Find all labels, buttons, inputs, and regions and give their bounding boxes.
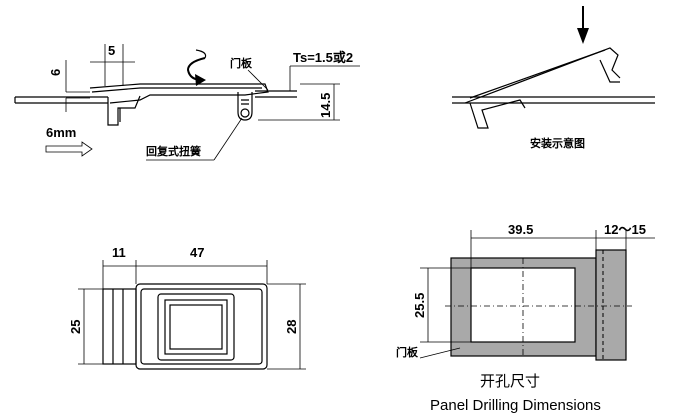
ts-label: Ts=1.5或2 — [293, 50, 353, 65]
side-view: 6 5 Ts=1.5或2 门板 14.5 6mm 回复式扭簧 — [14, 43, 360, 161]
dim-6: 6 — [48, 69, 63, 76]
offset-arrow-icon — [45, 141, 93, 157]
arrowhead-icon — [195, 74, 206, 86]
dim-25: 25 — [68, 320, 83, 334]
dim-5: 5 — [108, 43, 115, 58]
install-caption: 安装示意图 — [530, 136, 585, 150]
dim-25-5: 25.5 — [412, 293, 427, 318]
door-panel-label: 门板 — [230, 56, 253, 70]
dim-11: 11 — [112, 245, 126, 260]
press-arrow-icon — [577, 28, 589, 44]
drilling-view: 39.5 12～15 25.5 门板 开孔尺寸 Panel Drilling D… — [396, 222, 655, 414]
dim-14-5: 14.5 — [318, 93, 333, 118]
offset-label: 6mm — [46, 125, 76, 140]
dim-28: 28 — [284, 320, 299, 334]
install-view: 安装示意图 — [452, 6, 655, 150]
dim-39-5: 39.5 — [508, 222, 533, 237]
drilling-title-en: Panel Drilling Dimensions — [430, 397, 601, 414]
dim-12-15: 12～15 — [604, 222, 646, 237]
door-panel-label-2: 门板 — [396, 345, 419, 359]
dim-47: 47 — [190, 245, 204, 260]
drilling-title-cn: 开孔尺寸 — [480, 372, 540, 390]
panel-cutout — [470, 267, 576, 343]
spring-label: 回复式扭簧 — [146, 144, 201, 158]
top-view: 11 47 25 28 — [68, 245, 306, 370]
